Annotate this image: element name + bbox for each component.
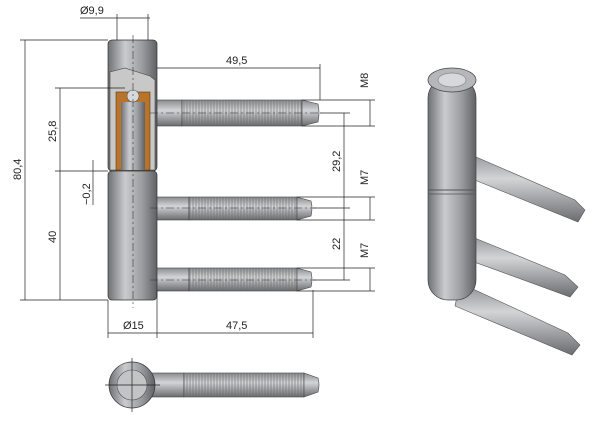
dimension-lines — [20, 14, 375, 338]
gap-label: −0,2 — [81, 183, 93, 205]
screw-spacing-upper-label: 29,2 — [331, 151, 343, 172]
bottom-thread-label: M7 — [359, 243, 371, 258]
top-view — [105, 358, 320, 412]
isometric-view — [427, 67, 586, 356]
pin-diameter-label: Ø9,9 — [80, 5, 104, 17]
barrel-diameter-label: Ø15 — [123, 320, 144, 332]
bottom-screw — [154, 267, 313, 292]
top-screw-length-label: 49,5 — [226, 55, 247, 67]
top-thread-label: M8 — [359, 73, 371, 88]
lower-screw-length-label: 47,5 — [226, 320, 247, 332]
upper-height-label: 25,8 — [47, 121, 59, 142]
lower-height-label: 40 — [47, 231, 59, 243]
total-height-label: 80,4 — [12, 159, 24, 180]
hinge-barrel — [107, 39, 158, 301]
middle-screw — [154, 196, 313, 221]
middle-thread-label: M7 — [359, 170, 371, 185]
screw-spacing-lower-label: 22 — [331, 238, 343, 250]
